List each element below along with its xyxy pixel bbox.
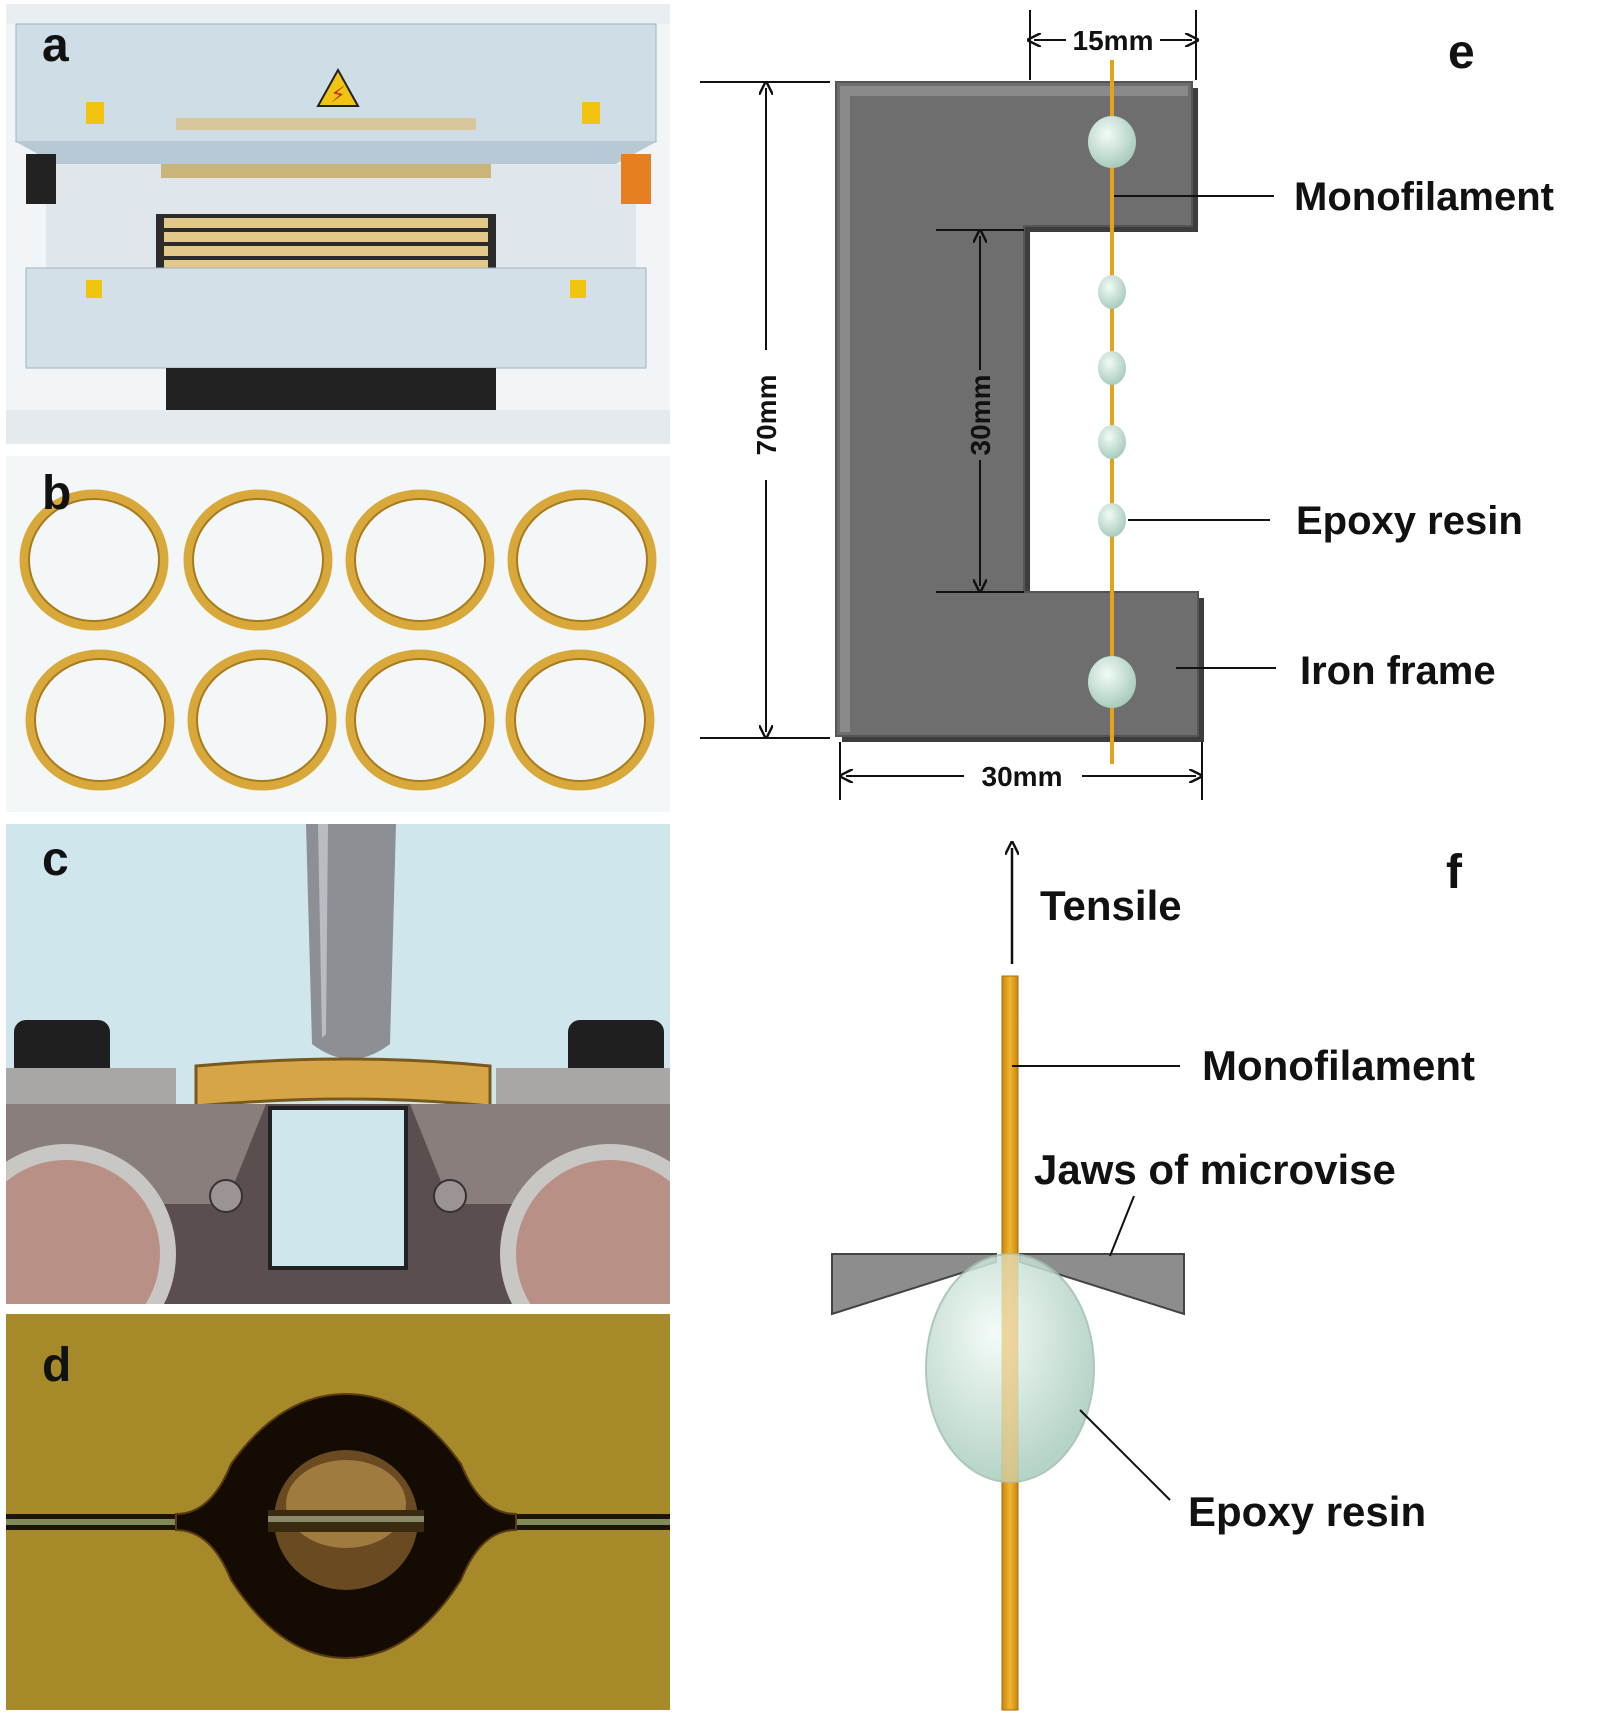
dim-30mm-bottom: 30mm [982, 761, 1063, 792]
iron-frame [835, 81, 1199, 737]
dim-70mm: 70mm [751, 375, 782, 456]
panel-f: Tensile f Monofilament Jaws of microvise… [831, 846, 1475, 1711]
panel-label-d: d [42, 1339, 72, 1392]
panel-label-b: b [42, 467, 72, 520]
label-jaws: Jaws of microvise [1034, 1146, 1396, 1193]
panel-d-photo [6, 1314, 670, 1710]
monofilament-fiber-e [1110, 60, 1114, 764]
label-epoxy-f: Epoxy resin [1188, 1488, 1426, 1535]
panel-label-c: c [42, 833, 69, 886]
panel-c-photo [6, 824, 670, 1304]
label-monofilament-e: Monofilament [1294, 175, 1554, 219]
svg-text:⚡: ⚡ [330, 83, 345, 108]
label-monofilament-f: Monofilament [1202, 1042, 1475, 1089]
resin-bead [1098, 503, 1126, 537]
dim-30mm-inner: 30mm [965, 375, 996, 456]
label-epoxy-e: Epoxy resin [1296, 499, 1523, 543]
resin-bead [1088, 116, 1136, 168]
panel-label-e: e [1448, 26, 1475, 79]
resin-bead [1088, 656, 1136, 708]
panel-label-f: f [1446, 846, 1463, 899]
label-tensile: Tensile [1040, 882, 1182, 929]
panel-label-a: a [42, 19, 69, 72]
resin-bead [1098, 351, 1126, 385]
label-iron-frame: Iron frame [1300, 649, 1496, 693]
resin-bead [1098, 425, 1126, 459]
dim-15mm: 15mm [1073, 25, 1154, 56]
panel-b-photo [6, 456, 670, 812]
panel-e: 15mm 70mm 30mm 30mm Monofilament Epoxy r… [700, 10, 1554, 800]
panel-a-photo: ⚡ [6, 4, 670, 444]
resin-bead [1098, 275, 1126, 309]
